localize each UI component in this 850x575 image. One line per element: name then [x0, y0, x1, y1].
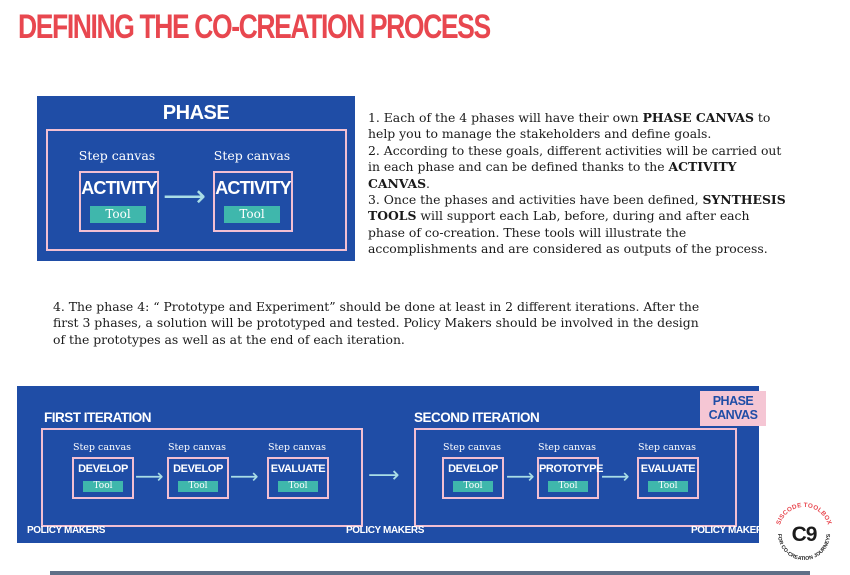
activity-name: PROTOTYPE [539, 463, 604, 475]
activity-name: EVALUATE [270, 463, 326, 475]
phase-frame [46, 129, 347, 251]
activity-box: ACTIVITY Tool [79, 171, 159, 232]
activity-name: DEVELOP [78, 463, 128, 475]
activity-name: ACTIVITY [215, 178, 291, 198]
para-1-text: 1. Each of the 4 phases will have their … [368, 110, 643, 125]
activity-name: ACTIVITY [81, 178, 157, 198]
arrow-right-icon: ⟶ [601, 464, 630, 488]
step-canvas-label: Step canvas [267, 442, 327, 453]
tool-badge: Tool [83, 481, 123, 492]
phase-diagram: PHASE Step canvas ACTIVITY Tool ⟶ Step c… [37, 96, 355, 261]
activity-name: DEVELOP [173, 463, 223, 475]
synthesis-tools-term: SYNTHESIS TOOLS [368, 192, 786, 224]
tool-badge: Tool [548, 481, 588, 492]
activity-box: EVALUATE Tool [637, 457, 699, 499]
arrow-right-icon: ⟶ [163, 179, 207, 214]
para-2-text: 2. According to these goals, different a… [368, 142, 782, 175]
process-description: 1. Each of the 4 phases will have their … [368, 110, 788, 258]
second-iteration-frame [414, 428, 737, 527]
activity-name: EVALUATE [640, 463, 696, 475]
tool-badge: Tool [648, 481, 688, 492]
arrow-right-icon: ⟶ [230, 464, 259, 488]
phase-title: PHASE [162, 102, 230, 124]
policy-makers-label: POLICY MAKERS [346, 525, 424, 536]
activity-box: DEVELOP Tool [167, 457, 229, 499]
first-iteration-frame [41, 428, 363, 527]
step-canvas-label: Step canvas [78, 148, 156, 163]
arrow-right-icon: ⟶ [135, 464, 164, 488]
second-iteration-title: SECOND ITERATION [414, 410, 540, 425]
first-iteration-title: FIRST ITERATION [44, 410, 152, 425]
para-3-text: 3. Once the phases and activities have b… [368, 192, 703, 208]
activity-name: DEVELOP [448, 463, 498, 475]
para-3-text-end: will support each Lab, before, during an… [368, 208, 768, 257]
step-canvas-label: Step canvas [167, 442, 227, 453]
tool-badge: Tool [90, 206, 146, 223]
tool-badge: Tool [178, 481, 218, 492]
phase-4-note: 4. The phase 4: “ Prototype and Experime… [53, 299, 700, 347]
policy-makers-label: POLICY MAKERS [27, 525, 105, 536]
step-canvas-label: Step canvas [72, 442, 132, 453]
tool-badge: Tool [224, 206, 280, 223]
activity-box: DEVELOP Tool [72, 457, 134, 499]
tool-badge: Tool [278, 481, 318, 492]
tool-badge: Tool [453, 481, 493, 492]
activity-box: DEVELOP Tool [442, 457, 504, 499]
para-1-text-end: to help you to manage the stakeholders a… [368, 110, 771, 142]
step-canvas-label: Step canvas [442, 442, 502, 453]
arrow-right-icon: ⟶ [506, 464, 535, 488]
page-title: DEFINING THE CO-CREATION PROCESS [18, 8, 491, 46]
activity-box: EVALUATE Tool [267, 457, 329, 499]
activity-box: PROTOTYPE Tool [537, 457, 604, 499]
activity-box: ACTIVITY Tool [213, 171, 293, 232]
step-canvas-label: Step canvas [213, 148, 291, 163]
step-canvas-label: Step canvas [637, 442, 697, 453]
footer-divider [50, 571, 810, 575]
logo-mark: C9 [792, 523, 817, 546]
phase-canvas-term: PHASE CANVAS [642, 110, 754, 125]
iterations-diagram: PHASE CANVAS FIRST ITERATION Step canvas… [17, 386, 769, 543]
activity-canvas-term: ACTIVITY CANVAS [368, 159, 737, 191]
para-2-text-end: . [426, 175, 430, 191]
policy-makers-label: POLICY MAKERS [691, 525, 769, 536]
step-canvas-label: Step canvas [537, 442, 597, 453]
phase-canvas-tag: PHASE CANVAS [700, 391, 766, 426]
siscode-toolbox-logo: SISCODE TOOLBOX FOR CO-CREATION JOURNEYS… [773, 501, 835, 563]
arrow-right-icon: ⟶ [368, 463, 400, 488]
